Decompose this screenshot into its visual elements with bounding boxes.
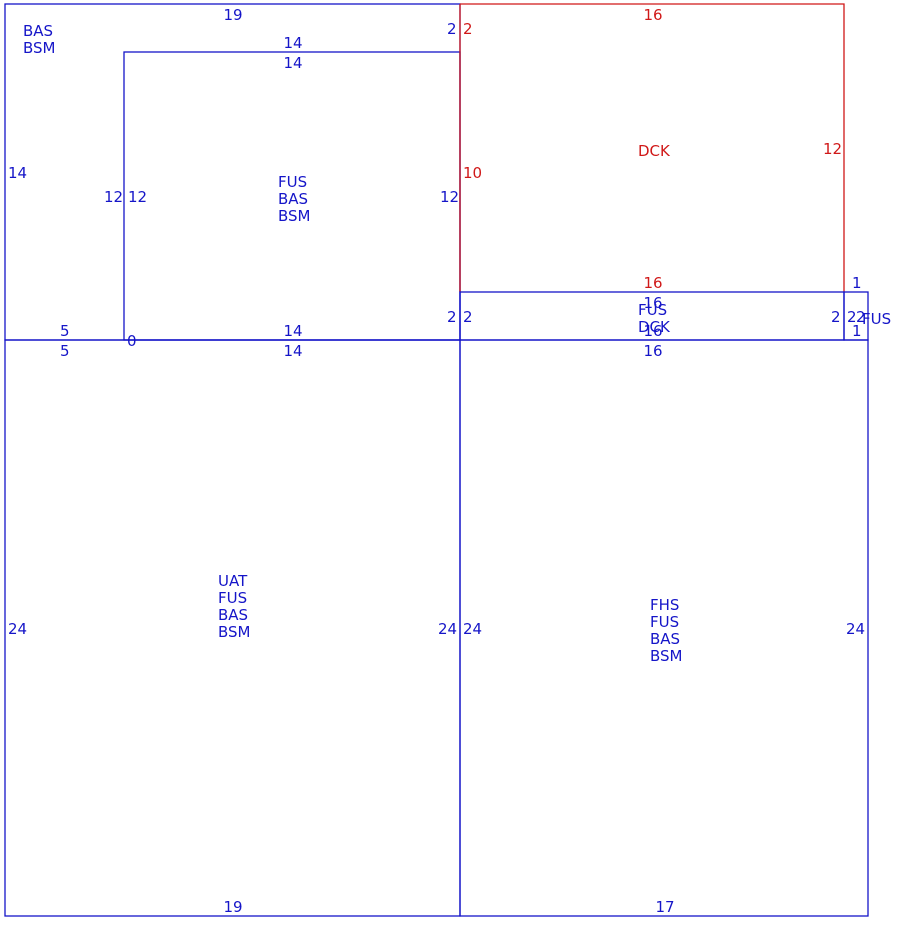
room-label: FHS: [650, 596, 679, 614]
dimension-label: 12: [104, 188, 123, 206]
room-label: BSM: [278, 207, 311, 225]
room-label: BAS: [23, 22, 53, 40]
room-label: UAT: [218, 572, 248, 590]
room-label: FUS: [278, 173, 307, 191]
room-label: BAS: [278, 190, 308, 208]
dimension-label: 16: [643, 342, 662, 360]
dimension-label: 2: [847, 308, 857, 326]
room-label: FUS: [638, 301, 667, 319]
dimension-label: 2: [831, 308, 841, 326]
room-label: FUS: [650, 613, 679, 631]
dimension-label: 14: [283, 34, 302, 52]
dimension-label: 19: [223, 6, 242, 24]
room-label: DCK: [638, 318, 671, 336]
dimension-label: 14: [283, 54, 302, 72]
dimension-label: 12: [128, 188, 147, 206]
dimension-label: 14: [283, 322, 302, 340]
dimension-label: 14: [8, 164, 27, 182]
dimension-label: 12: [440, 188, 459, 206]
dimension-label: 16: [643, 274, 662, 292]
dimension-label: 24: [463, 620, 482, 638]
dimension-label: 2: [463, 20, 473, 38]
dimension-label: 2: [447, 20, 457, 38]
dimension-label: 10: [463, 164, 482, 182]
room-bottom-right-wall[interactable]: [459, 339, 869, 917]
room-label: BSM: [650, 647, 683, 665]
room-label: FUS: [862, 310, 891, 328]
dimension-label: 1: [852, 322, 862, 340]
room-label: DCK: [638, 142, 671, 160]
room-label: FUS: [218, 589, 247, 607]
dimension-label: 17: [655, 898, 674, 916]
dimension-label: 2: [447, 308, 457, 326]
dimension-label: 19: [223, 898, 242, 916]
room-label: BSM: [218, 623, 251, 641]
dimension-label: 0: [127, 332, 137, 350]
room-label: BAS: [218, 606, 248, 624]
dimension-label: 1: [852, 274, 862, 292]
dimension-label: 5: [60, 322, 70, 340]
dimension-label: 24: [438, 620, 457, 638]
room-deck-wall[interactable]: [460, 3, 845, 292]
dimension-label: 16: [643, 294, 662, 312]
dimension-label: 24: [8, 620, 27, 638]
dimension-label: 2: [856, 308, 866, 326]
dimension-label: 16: [643, 6, 662, 24]
dimension-label: 16: [643, 322, 662, 340]
room-outer-left-wall[interactable]: [4, 3, 461, 341]
dimension-label: 5: [60, 342, 70, 360]
dimension-label: 24: [846, 620, 865, 638]
dimension-label: 12: [823, 140, 842, 158]
room-label: BSM: [23, 39, 56, 57]
room-label: BAS: [650, 630, 680, 648]
dimension-label: 2: [463, 308, 473, 326]
dimension-label: 14: [283, 342, 302, 360]
